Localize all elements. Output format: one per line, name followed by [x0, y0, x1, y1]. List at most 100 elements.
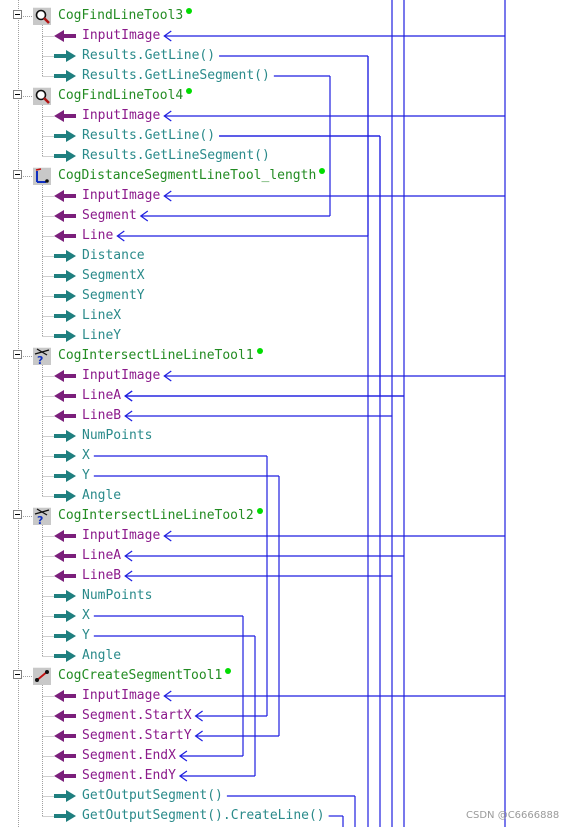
output-terminal[interactable]: SegmentY — [0, 286, 380, 306]
watermark: CSDN @C6666888 — [466, 810, 560, 821]
output-arrow-icon — [54, 610, 76, 622]
terminal-label: Angle — [82, 648, 122, 663]
output-arrow-icon — [54, 330, 76, 342]
create-segment-icon — [33, 667, 51, 685]
tool-name: CogCreateSegmentTool1 — [58, 668, 223, 683]
input-terminal[interactable]: InputImage — [0, 686, 380, 706]
output-terminal[interactable]: X — [0, 606, 380, 626]
status-ok-icon — [225, 668, 232, 674]
output-terminal[interactable]: SegmentX — [0, 266, 380, 286]
terminal-label: NumPoints — [82, 428, 153, 443]
collapse-toggle-icon[interactable] — [13, 670, 22, 679]
tool-row[interactable]: CogDistanceSegmentLineTool_length — [0, 166, 380, 186]
collapse-toggle-icon[interactable] — [13, 350, 22, 359]
input-terminal[interactable]: Segment.EndY — [0, 766, 380, 786]
output-terminal[interactable]: Y — [0, 626, 380, 646]
input-terminal[interactable]: InputImage — [0, 526, 380, 546]
terminal-label: GetOutputSegment() — [82, 788, 223, 803]
input-terminal[interactable]: InputImage — [0, 26, 380, 46]
input-terminal[interactable]: LineB — [0, 406, 380, 426]
input-terminal[interactable]: LineA — [0, 546, 380, 566]
output-arrow-icon — [54, 70, 76, 82]
status-ok-icon — [256, 348, 263, 354]
output-terminal[interactable]: Distance — [0, 246, 380, 266]
output-terminal[interactable]: GetOutputSegment() — [0, 786, 380, 806]
input-arrow-icon — [54, 550, 76, 562]
terminal-label: Segment — [82, 208, 137, 223]
input-terminal[interactable]: Segment.StartY — [0, 726, 380, 746]
tool-name: CogFindLineTool3 — [58, 8, 184, 23]
terminal-label: NumPoints — [82, 588, 153, 603]
input-terminal[interactable]: InputImage — [0, 186, 380, 206]
tool-name: CogIntersectLineLineTool1 — [58, 348, 254, 363]
output-arrow-icon — [54, 270, 76, 282]
terminal-label: LineX — [82, 308, 122, 323]
output-arrow-icon — [54, 130, 76, 142]
output-terminal[interactable]: NumPoints — [0, 426, 380, 446]
collapse-toggle-icon[interactable] — [13, 170, 22, 179]
terminal-label: LineA — [82, 388, 122, 403]
terminal-label: LineA — [82, 548, 122, 563]
output-arrow-icon — [54, 590, 76, 602]
terminal-label: Segment.StartY — [82, 728, 192, 743]
input-terminal[interactable]: Segment.StartX — [0, 706, 380, 726]
tool-row[interactable]: CogCreateSegmentTool1 — [0, 666, 380, 686]
output-terminal[interactable]: Results.GetLine() — [0, 46, 380, 66]
input-terminal[interactable]: Segment.EndX — [0, 746, 380, 766]
tool-name: CogFindLineTool4 — [58, 88, 184, 103]
output-terminal[interactable]: Angle — [0, 486, 380, 506]
tool-row[interactable]: ?CogIntersectLineLineTool1 — [0, 346, 380, 366]
terminal-label: InputImage — [82, 108, 161, 123]
tool-row[interactable]: CogFindLineTool4 — [0, 86, 380, 106]
output-arrow-icon — [54, 250, 76, 262]
terminal-label: LineY — [82, 328, 122, 343]
status-ok-icon — [186, 88, 193, 94]
input-terminal[interactable]: Segment — [0, 206, 380, 226]
terminal-label: Results.GetLineSegment() — [82, 68, 270, 83]
output-arrow-icon — [54, 790, 76, 802]
terminal-label: LineB — [82, 568, 122, 583]
distance-segment-line-icon — [33, 167, 51, 185]
input-terminal[interactable]: InputImage — [0, 106, 380, 126]
output-terminal[interactable]: Y — [0, 466, 380, 486]
tool-name: CogIntersectLineLineTool2 — [58, 508, 254, 523]
input-terminal[interactable]: InputImage — [0, 366, 380, 386]
collapse-toggle-icon[interactable] — [13, 10, 22, 19]
output-terminal[interactable]: Angle — [0, 646, 380, 666]
terminal-label: Results.GetLineSegment() — [82, 148, 270, 163]
output-arrow-icon — [54, 450, 76, 462]
output-terminal[interactable]: Results.GetLineSegment() — [0, 66, 380, 86]
output-arrow-icon — [54, 290, 76, 302]
input-arrow-icon — [54, 230, 76, 242]
output-terminal[interactable]: NumPoints — [0, 586, 380, 606]
tool-row[interactable]: ? CogIntersectLineLineTool2 — [0, 506, 380, 526]
terminal-label: InputImage — [82, 28, 161, 43]
terminal-label: Segment.EndY — [82, 768, 176, 783]
output-terminal[interactable]: GetOutputSegment().CreateLine() — [0, 806, 380, 826]
output-arrow-icon — [54, 150, 76, 162]
tool-row[interactable]: CogFindLineTool3 — [0, 6, 380, 26]
terminal-label: Line — [82, 228, 114, 243]
terminal-label: X — [82, 608, 90, 623]
output-terminal[interactable]: LineX — [0, 306, 380, 326]
input-arrow-icon — [54, 750, 76, 762]
output-terminal[interactable]: X — [0, 446, 380, 466]
collapse-toggle-icon[interactable] — [13, 90, 22, 99]
terminal-label: InputImage — [82, 528, 161, 543]
output-terminal[interactable]: Results.GetLine() — [0, 126, 380, 146]
terminal-label: GetOutputSegment().CreateLine() — [82, 808, 325, 823]
input-terminal[interactable]: LineB — [0, 566, 380, 586]
output-arrow-icon — [54, 490, 76, 502]
svg-text:?: ? — [37, 514, 43, 525]
output-arrow-icon — [54, 630, 76, 642]
input-terminal[interactable]: Line — [0, 226, 380, 246]
input-terminal[interactable]: LineA — [0, 386, 380, 406]
output-arrow-icon — [54, 310, 76, 322]
output-terminal[interactable]: LineY — [0, 326, 380, 346]
collapse-toggle-icon[interactable] — [13, 510, 22, 519]
output-terminal[interactable]: Results.GetLineSegment() — [0, 146, 380, 166]
